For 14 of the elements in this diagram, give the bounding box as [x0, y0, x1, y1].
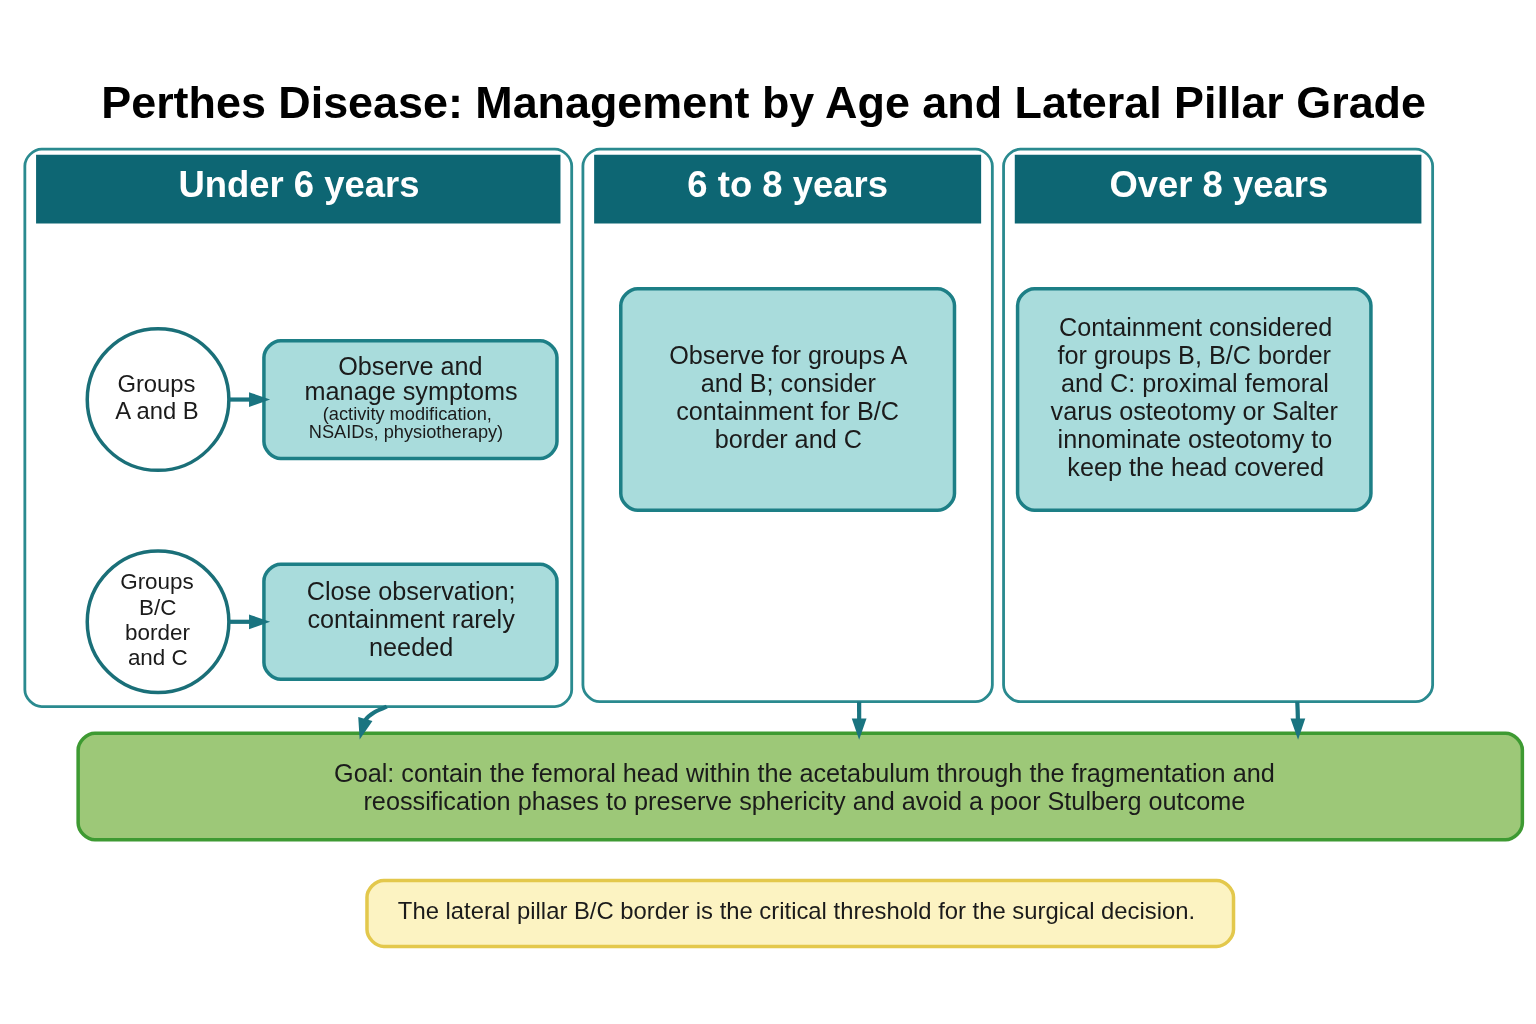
node-box: The lateral pillar B/C border is the critical threshold for the surgical decision. [365, 878, 1236, 949]
node-circle: Groups A and B [85, 327, 231, 473]
node-box: Containment considered for groups B, B/C border and C: proximal femoral varus osteotomy or Salter innominate osteotomy to keep the head covered [1015, 287, 1373, 513]
node-box: Observe for groups A and B; consider containment for B/C border and C [619, 287, 957, 513]
arrow [1290, 701, 1306, 740]
node-circle: Groups B/C border and C [85, 549, 231, 695]
node-box: Close observation; containment rarely needed [262, 562, 559, 682]
arrow [851, 701, 867, 740]
node-box: Goal: contain the femoral head within the acetabulum through the fragmentation and reossification phases to preserve sphericity and avoid a poor Stulberg outcome [76, 731, 1525, 842]
node-box: Observe and manage symptoms (activity modification, NSAIDs, physiotherapy) [262, 338, 559, 461]
arrow [358, 704, 388, 740]
arrow [229, 392, 271, 407]
diagram-title: Perthes Disease: Management by Age and Lateral Pillar Grade [101, 76, 1426, 128]
arrow [229, 614, 271, 630]
